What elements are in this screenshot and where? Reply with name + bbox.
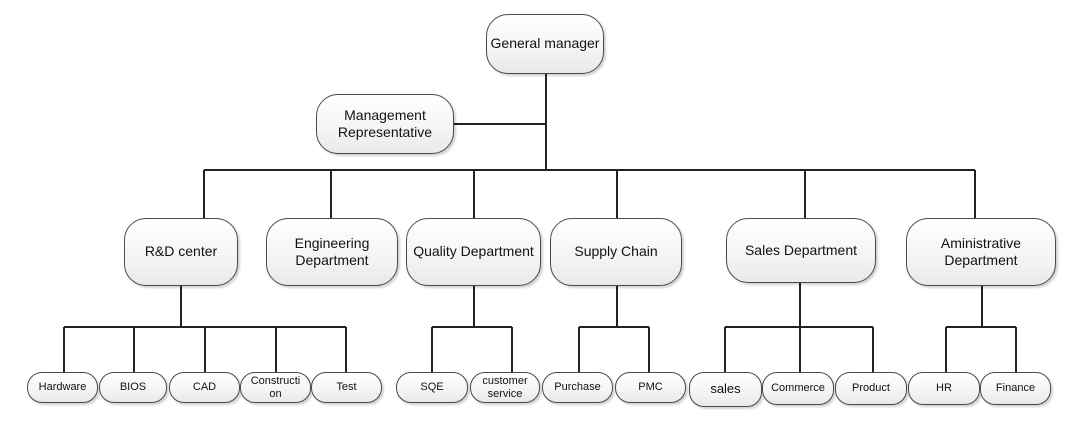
unit-label: Hardware bbox=[38, 380, 87, 393]
node-engineering-department: Engineering Department bbox=[266, 218, 398, 286]
node-administrative-department: Aministrative Department bbox=[906, 218, 1056, 286]
unit-label: Purchase bbox=[554, 380, 601, 393]
node-label: Management Representative bbox=[337, 106, 433, 141]
node-label: Quality Department bbox=[413, 243, 534, 260]
unit-label: Constructi on bbox=[250, 374, 301, 400]
unit-label: customer service bbox=[482, 374, 528, 400]
unit-label: Commerce bbox=[771, 381, 825, 394]
unit-label: Finance bbox=[995, 381, 1036, 394]
node-label: Supply Chain bbox=[574, 243, 658, 260]
unit-customer-service: customer service bbox=[470, 372, 540, 403]
unit-cad: CAD bbox=[169, 372, 240, 403]
unit-construction: Constructi on bbox=[240, 372, 311, 403]
node-label: Aministrative Department bbox=[940, 234, 1022, 269]
node-label: R&D center bbox=[144, 243, 218, 260]
unit-label: HR bbox=[936, 381, 952, 394]
unit-finance: Finance bbox=[980, 372, 1051, 405]
unit-label: PMC bbox=[638, 380, 663, 393]
unit-label: SQE bbox=[420, 380, 444, 393]
unit-purchase: Purchase bbox=[542, 372, 613, 403]
unit-hardware: Hardware bbox=[27, 372, 98, 403]
unit-label: BIOS bbox=[119, 380, 147, 393]
unit-label: Product bbox=[852, 381, 890, 394]
unit-label: CAD bbox=[192, 380, 217, 393]
node-sales-department: Sales Department bbox=[726, 218, 876, 283]
unit-sqe: SQE bbox=[396, 372, 468, 403]
node-rd-center: R&D center bbox=[124, 218, 238, 286]
node-label: Sales Department bbox=[744, 241, 858, 258]
unit-bios: BIOS bbox=[99, 372, 167, 403]
node-label: Engineering Department bbox=[294, 234, 370, 269]
unit-label: sales bbox=[710, 381, 741, 397]
unit-sales: sales bbox=[689, 372, 762, 407]
node-management-representative: Management Representative bbox=[316, 94, 454, 154]
unit-product: Product bbox=[835, 372, 907, 405]
node-quality-department: Quality Department bbox=[406, 218, 541, 286]
unit-test: Test bbox=[311, 372, 382, 403]
node-general-manager: General manager bbox=[486, 14, 604, 74]
unit-label: Test bbox=[336, 380, 357, 393]
unit-pmc: PMC bbox=[615, 372, 686, 403]
node-label: General manager bbox=[490, 35, 600, 52]
unit-commerce: Commerce bbox=[762, 372, 834, 405]
node-supply-chain: Supply Chain bbox=[550, 218, 682, 286]
unit-hr: HR bbox=[908, 372, 980, 405]
